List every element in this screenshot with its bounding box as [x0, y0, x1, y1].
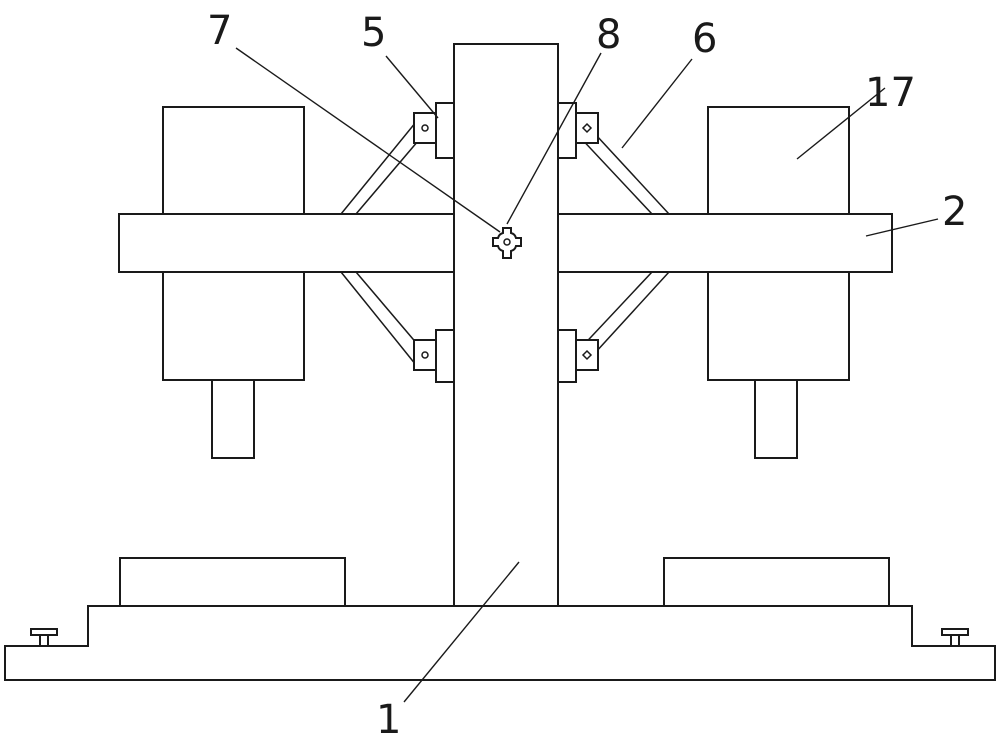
- leader-line-2: [865, 218, 939, 237]
- callout-17: 17: [865, 70, 916, 116]
- callout-5: 5: [361, 10, 386, 56]
- callout-2: 2: [942, 189, 967, 235]
- leader-line-8: [506, 52, 602, 225]
- crossbeam-right: [557, 213, 893, 273]
- housing-left-shaft: [211, 379, 255, 459]
- knob-center-pin: [503, 238, 511, 246]
- wing-screw-right: [941, 628, 969, 647]
- base-plate: [4, 605, 996, 681]
- callout-1: 1: [376, 697, 401, 743]
- leader-line-17: [796, 87, 886, 160]
- wing-screw-left: [30, 628, 58, 647]
- cross-knob: [492, 227, 522, 259]
- leader-line-5: [385, 55, 439, 119]
- callout-7: 7: [207, 8, 232, 54]
- central-column: [453, 43, 559, 607]
- linkage-arm-upper-left: [340, 121, 425, 215]
- base-block-left: [119, 557, 346, 607]
- leader-line-1: [403, 561, 520, 703]
- hinge-bracket-lower-right: [557, 329, 599, 383]
- housing-right-shaft: [754, 379, 798, 459]
- crossbeam-left: [118, 213, 455, 273]
- callout-6: 6: [692, 16, 717, 62]
- hinge-bracket-upper-left: [413, 102, 455, 159]
- hinge-bracket-upper-right: [557, 102, 599, 159]
- base-block-right: [663, 557, 890, 607]
- linkage-arm-lower-left: [340, 271, 425, 366]
- leader-line-6: [621, 58, 693, 149]
- callout-8: 8: [596, 12, 621, 58]
- leader-line-7: [235, 47, 501, 233]
- hinge-bracket-lower-left: [413, 329, 455, 383]
